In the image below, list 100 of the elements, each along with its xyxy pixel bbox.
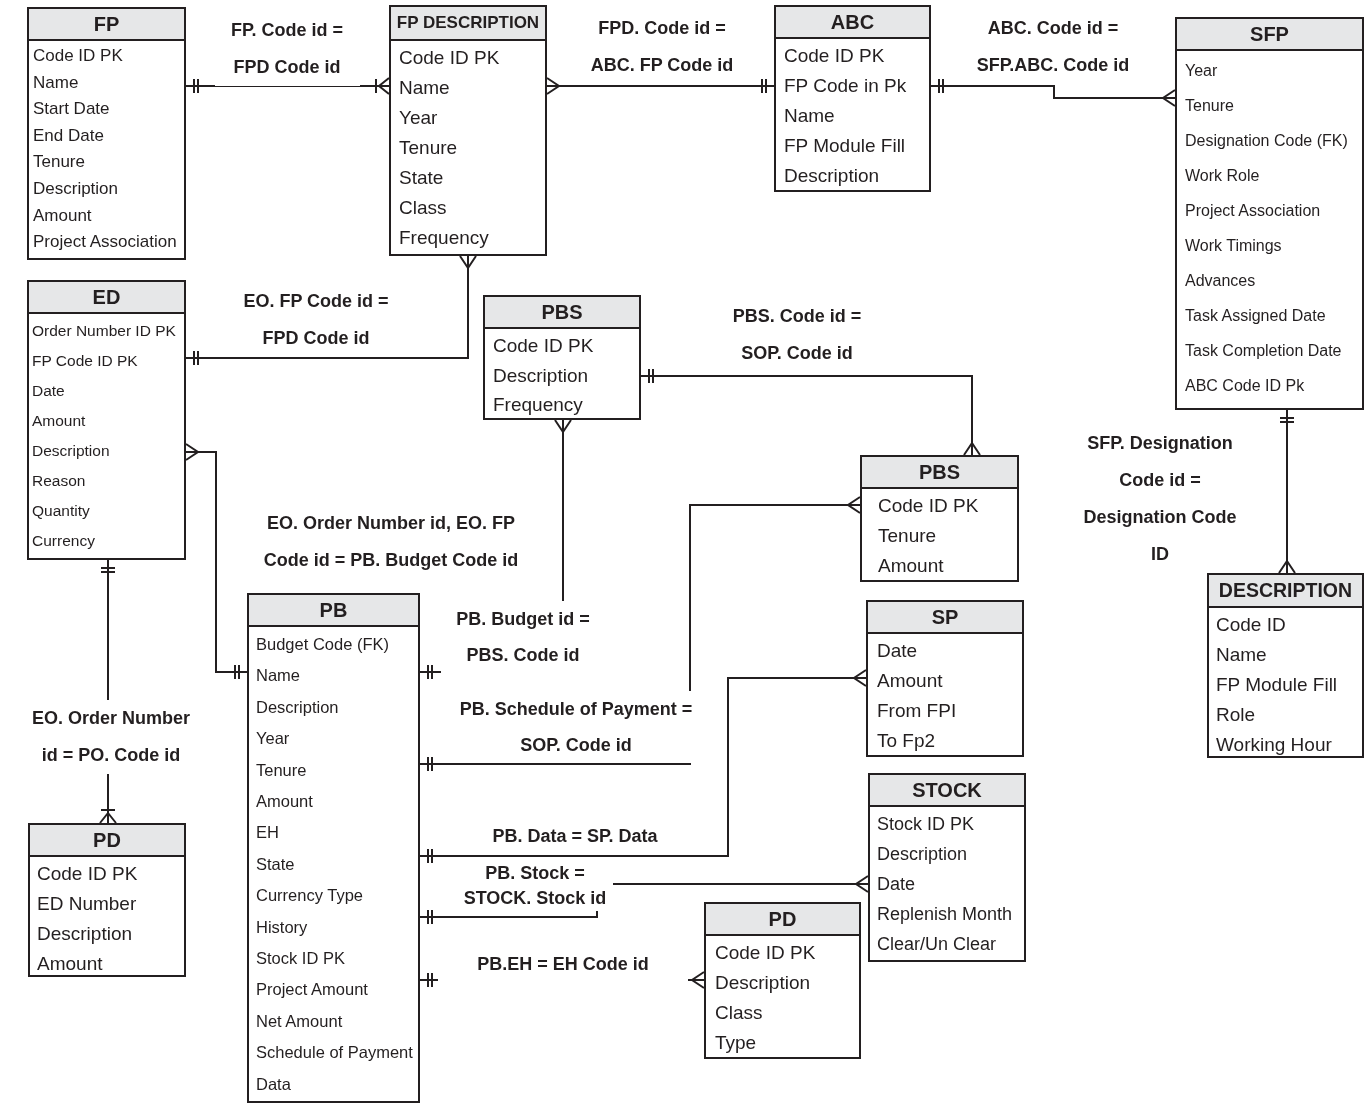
relationship-line: [1278, 409, 1296, 574]
attribute-name: FP Module Fill: [784, 134, 906, 158]
attribute-name: Amount: [256, 791, 313, 812]
attribute-name: From FPI: [877, 699, 957, 723]
attribute-name: Currency: [32, 531, 95, 551]
attribute-name: Name: [784, 104, 835, 128]
attribute-name: Currency Type: [256, 885, 363, 907]
attribute-name: To Fp2: [877, 729, 936, 753]
attribute-name: Frequency: [493, 393, 583, 417]
attribute-name: Date: [877, 873, 916, 896]
attribute-name: Description: [37, 922, 133, 946]
attribute-name: Code ID PK: [493, 334, 594, 358]
entity-table: [389, 5, 547, 256]
attribute-name: Code ID PK: [37, 862, 138, 886]
attribute-name: Name: [1216, 643, 1267, 667]
entity-name: DESCRIPTION: [1218, 579, 1353, 602]
entity-table: [247, 593, 420, 1103]
attribute-name: Stock ID PK: [877, 813, 975, 836]
attribute-name: FP Code ID PK: [32, 351, 138, 371]
attribute-name: Project Amount: [256, 979, 368, 1001]
attribute-name: Designation Code (FK): [1185, 131, 1348, 151]
attribute-name: Tenure: [878, 524, 937, 548]
entity-table: [868, 773, 1026, 962]
attribute-name: Tenure: [1185, 96, 1234, 116]
attribute-name: ABC Code ID Pk: [1185, 376, 1305, 396]
attribute-name: Type: [715, 1031, 757, 1055]
attribute-name: Code ID PK: [33, 45, 123, 67]
entity-name: PBS: [918, 460, 961, 484]
attribute-name: Stock ID PK: [256, 948, 345, 969]
relationship-line: [640, 368, 981, 456]
relationship-line: [185, 443, 248, 680]
entity-table: [866, 600, 1024, 757]
attribute-name: Code ID: [1216, 613, 1286, 637]
attribute-name: Start Date: [33, 98, 110, 121]
attribute-name: Class: [399, 196, 447, 220]
attribute-name: FP Module Fill: [1216, 673, 1338, 697]
relationship-line: [419, 875, 869, 925]
attribute-name: Amount: [33, 204, 92, 227]
attribute-name: Date: [877, 639, 918, 663]
attribute-name: Description: [33, 178, 119, 200]
attribute-name: Year: [1185, 61, 1218, 81]
attribute-name: EH: [256, 822, 279, 844]
entity-table: [1175, 17, 1364, 410]
attribute-name: Tenure: [256, 759, 307, 781]
relationship-line: [419, 669, 867, 864]
attribute-name: Reason: [32, 471, 86, 491]
relationship-line: [930, 78, 1176, 107]
attribute-name: Amount: [32, 411, 86, 431]
attribute-name: State: [256, 853, 295, 875]
attribute-name: ED Number: [37, 892, 137, 916]
attribute-name: Quantity: [32, 501, 90, 521]
attribute-name: Budget Code (FK): [256, 634, 389, 655]
attribute-name: Work Role: [1185, 166, 1260, 186]
entity-name: PD: [768, 907, 797, 931]
attribute-name: Name: [399, 76, 450, 100]
attribute-name: Project Association: [33, 231, 177, 254]
attribute-name: Amount: [878, 554, 944, 578]
attribute-name: FP Code in Pk: [784, 74, 907, 98]
entity-name: PD: [93, 828, 121, 852]
attribute-name: Amount: [877, 669, 943, 693]
attribute-name: Task Assigned Date: [1185, 306, 1326, 326]
attribute-name: Working Hour: [1216, 733, 1332, 757]
attribute-name: Schedule of Payment: [256, 1042, 413, 1064]
relationship-line: [185, 255, 477, 366]
attribute-name: Work Timings: [1185, 236, 1282, 256]
attribute-name: Project Association: [1185, 201, 1321, 221]
attribute-name: Date: [32, 381, 65, 401]
attribute-name: Tenure: [33, 151, 85, 174]
attribute-name: Role: [1216, 703, 1256, 727]
attribute-name: Net Amount: [256, 1010, 343, 1032]
attribute-name: Code ID PK: [878, 494, 979, 518]
entity-table: [483, 295, 641, 420]
entity-name: STOCK: [912, 778, 982, 802]
attribute-name: Class: [715, 1001, 763, 1025]
attribute-name: Description: [877, 843, 968, 866]
entity-table: [704, 902, 861, 1059]
entity-name: FP DESCRIPTION: [396, 13, 540, 33]
relationship-line: [546, 77, 775, 95]
entity-name: ED: [92, 285, 121, 309]
attribute-name: Order Number ID PK: [32, 321, 176, 341]
entity-table: [774, 5, 931, 192]
attribute-name: Clear/Un Clear: [877, 933, 997, 956]
attribute-name: Frequency: [399, 226, 489, 250]
attribute-name: Year: [399, 106, 438, 130]
attribute-name: State: [399, 166, 444, 190]
entity-name: ABC: [830, 10, 875, 34]
relationship-line: [419, 496, 861, 772]
attribute-name: Replenish Month: [877, 903, 1013, 926]
entity-table: [27, 7, 186, 260]
attribute-name: Description: [256, 696, 339, 718]
attribute-name: Advances: [1185, 271, 1256, 291]
attribute-name: Tenure: [399, 136, 458, 160]
attribute-name: Name: [33, 71, 79, 94]
entity-name: SP: [931, 605, 959, 629]
relationship-line: [185, 77, 390, 95]
attribute-name: Description: [493, 363, 589, 388]
entity-table: [1207, 573, 1364, 758]
entity-name: SFP: [1250, 22, 1289, 46]
attribute-name: Task Completion Date: [1185, 341, 1342, 361]
attribute-name: Code ID PK: [715, 941, 816, 965]
